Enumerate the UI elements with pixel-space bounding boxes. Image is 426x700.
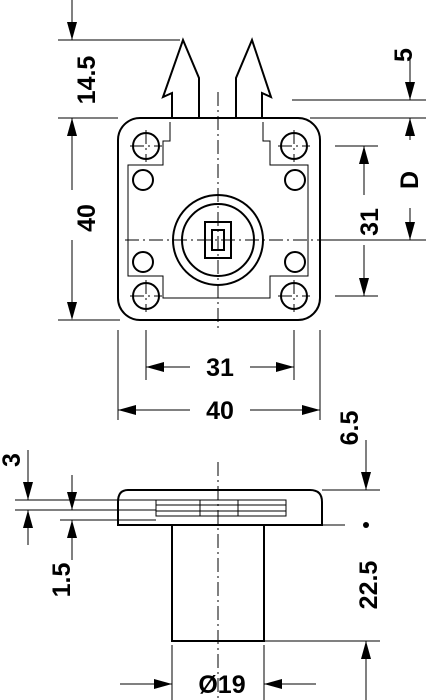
dim-cylinder-diameter: Ø19 — [198, 671, 245, 699]
dim-hole-spacing-v: 31 — [356, 208, 384, 236]
dim-side-top-thickness: 3 — [0, 453, 26, 467]
small-hole-tl — [132, 169, 154, 191]
small-hole-bl — [132, 251, 154, 273]
dim-flange-height: 14.5 — [73, 56, 101, 105]
dim-side-gap: 1.5 — [48, 563, 76, 598]
front-view — [117, 37, 330, 330]
front-dimensions — [58, 0, 426, 420]
dim-cylinder-length: 22.5 — [355, 561, 383, 610]
dim-side-plate-thickness: 6.5 — [336, 411, 364, 446]
dim-depth-label: D — [396, 171, 424, 189]
side-view — [117, 462, 323, 700]
side-latch — [155, 499, 287, 517]
side-dimensions — [15, 440, 380, 700]
latch-bolt — [161, 37, 273, 118]
dim-body-width: 40 — [206, 397, 234, 425]
small-hole-br — [284, 251, 306, 273]
key-slot — [204, 221, 232, 259]
dim-hole-spacing-h: 31 — [206, 354, 234, 382]
reference-dot — [363, 522, 369, 528]
lock-body-inner — [127, 122, 309, 299]
dim-body-height: 40 — [73, 204, 101, 232]
small-hole-tr — [284, 169, 306, 191]
lock-body-outer — [117, 117, 321, 321]
dim-flange-offset: 5 — [390, 48, 418, 62]
